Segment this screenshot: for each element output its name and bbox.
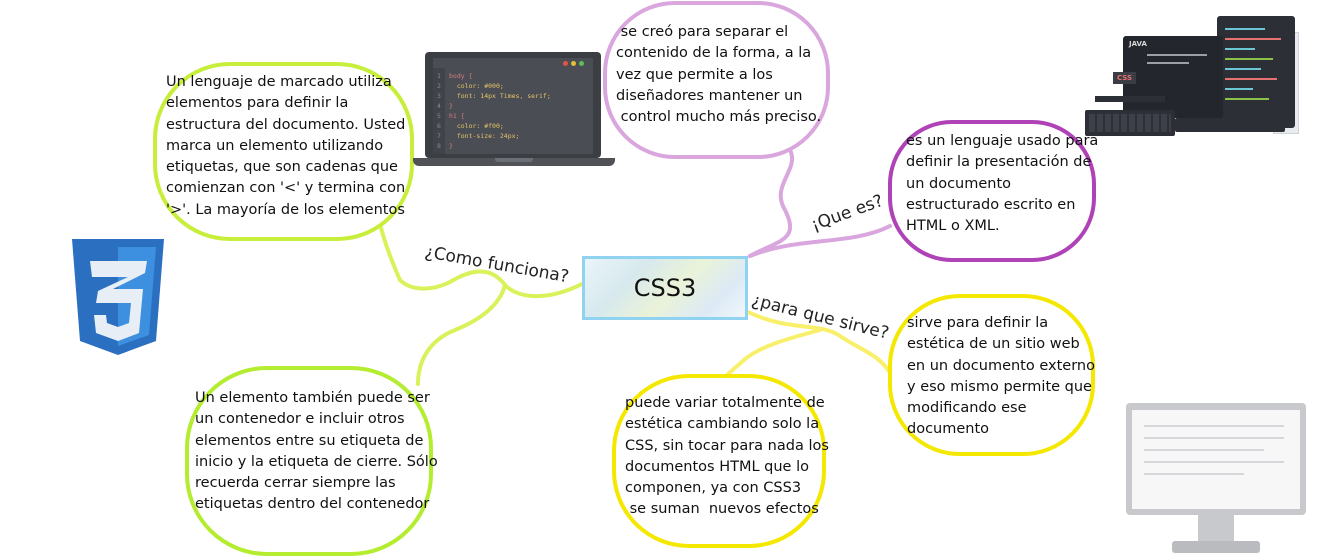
bubble-variar-outline — [612, 374, 826, 548]
bubble-marcado-outline — [153, 62, 414, 241]
line-number: 5 — [437, 112, 441, 120]
code-line: h1 { — [449, 112, 465, 120]
contenedor-line: elementos entre su etiqueta de — [195, 432, 424, 449]
contenedor-line: un contenedor e incluir otros — [195, 411, 405, 428]
line-number: 6 — [437, 122, 441, 130]
code-line: color: #f00; — [449, 122, 504, 130]
separar-line: control mucho más preciso. — [616, 109, 822, 126]
bubble-marcado-text: Un lenguaje de marcado utiliza elementos… — [166, 72, 405, 221]
lenguaje-line: estructurado escrito en — [906, 196, 1076, 213]
lenguaje-line: definir la presentación de — [906, 154, 1092, 171]
marcado-line: etiquetas, que son cadenas que — [166, 159, 398, 176]
marcado-line: estructura del documento. Usted — [166, 116, 406, 133]
variar-line: documentos HTML que lo — [625, 458, 809, 475]
separar-line: se creó para separar el — [616, 24, 789, 40]
bubble-lenguaje-outline — [888, 120, 1096, 262]
line-number: 7 — [437, 132, 441, 140]
code-line: } — [449, 142, 453, 150]
code-line: } — [449, 102, 453, 110]
logo-numeral: 3 — [118, 348, 119, 350]
bubble-separar-outline — [603, 1, 830, 159]
contenedor-line: Un elemento también puede ser — [195, 390, 430, 406]
central-node[interactable]: CSS3 — [582, 256, 748, 320]
estetica-line: sirve para definir la — [907, 315, 1049, 331]
bubble-contenedor-text: Un elemento también puede ser un contene… — [195, 388, 438, 516]
contenedor-line: etiquetas dentro del contenedor — [195, 496, 430, 513]
marcado-line: comienzan con '<' y termina con — [166, 180, 406, 197]
bubble-lenguaje-text: es un lenguaje usado para definir la pre… — [906, 131, 1098, 237]
laptop-code-icon: body { color: #000; font: 14px Times, se… — [413, 52, 615, 172]
variar-line: estética cambiando solo la — [625, 416, 820, 433]
central-label: CSS3 — [633, 274, 697, 302]
contenedor-line: inicio y la etiqueta de cierre. Sólo — [195, 453, 438, 470]
code-line: font-size: 24px; — [449, 132, 520, 140]
developer-setup-icon: JAVA CSS — [1085, 14, 1303, 138]
java-badge: JAVA — [1129, 40, 1147, 48]
code-line: color: #000; — [449, 82, 504, 90]
separar-line: contenido de la forma, a la — [616, 45, 812, 62]
estetica-line: estética de un sitio web — [907, 336, 1080, 353]
marcado-line: Un lenguaje de marcado utiliza — [166, 74, 392, 90]
separar-line: vez que permite a los — [616, 66, 773, 83]
lenguaje-line: HTML o XML. — [906, 218, 1000, 235]
variar-line: componen, ya con CSS3 — [625, 480, 802, 497]
bubble-variar-text: puede variar totalmente de estética camb… — [625, 393, 829, 521]
lenguaje-line: es un lenguaje usado para — [906, 133, 1099, 149]
code-line: font: 14px Times, serif; — [449, 92, 551, 100]
estetica-line: modificando ese — [907, 400, 1027, 417]
line-number: 8 — [437, 142, 441, 150]
bubble-contenedor-outline — [185, 366, 433, 556]
variar-line: CSS, sin tocar para nada los — [625, 437, 829, 454]
css-badge: CSS — [1113, 72, 1137, 84]
bubble-estetica-text: sirve para definir la estética de un sit… — [907, 313, 1095, 441]
marcado-line: elementos para definir la — [166, 95, 349, 112]
bubble-estetica-outline — [888, 294, 1095, 456]
line-number: 4 — [437, 102, 441, 110]
marcado-line: marca un elemento utilizando — [166, 137, 384, 154]
variar-line: puede variar totalmente de — [625, 395, 825, 411]
contenedor-line: recuerda cerrar siempre las — [195, 475, 396, 492]
variar-line: se suman nuevos efectos — [625, 501, 819, 518]
bubble-separar-text: se creó para separar el contenido de la … — [616, 22, 821, 128]
css3-logo-icon: 3 — [72, 239, 164, 355]
line-number: 3 — [437, 92, 441, 100]
estetica-line: en un documento externo — [907, 357, 1095, 374]
estetica-line: documento — [907, 421, 990, 438]
estetica-line: y eso mismo permite que — [907, 378, 1092, 395]
lenguaje-line: un documento — [906, 175, 1012, 192]
separar-line: diseñadores mantener un — [616, 87, 803, 104]
monitor-icon — [1126, 403, 1306, 559]
code-line: body { — [449, 72, 473, 80]
line-number: 1 — [437, 72, 441, 80]
marcado-line: '>'. La mayoría de los elementos — [166, 201, 405, 218]
line-number: 2 — [437, 82, 441, 90]
